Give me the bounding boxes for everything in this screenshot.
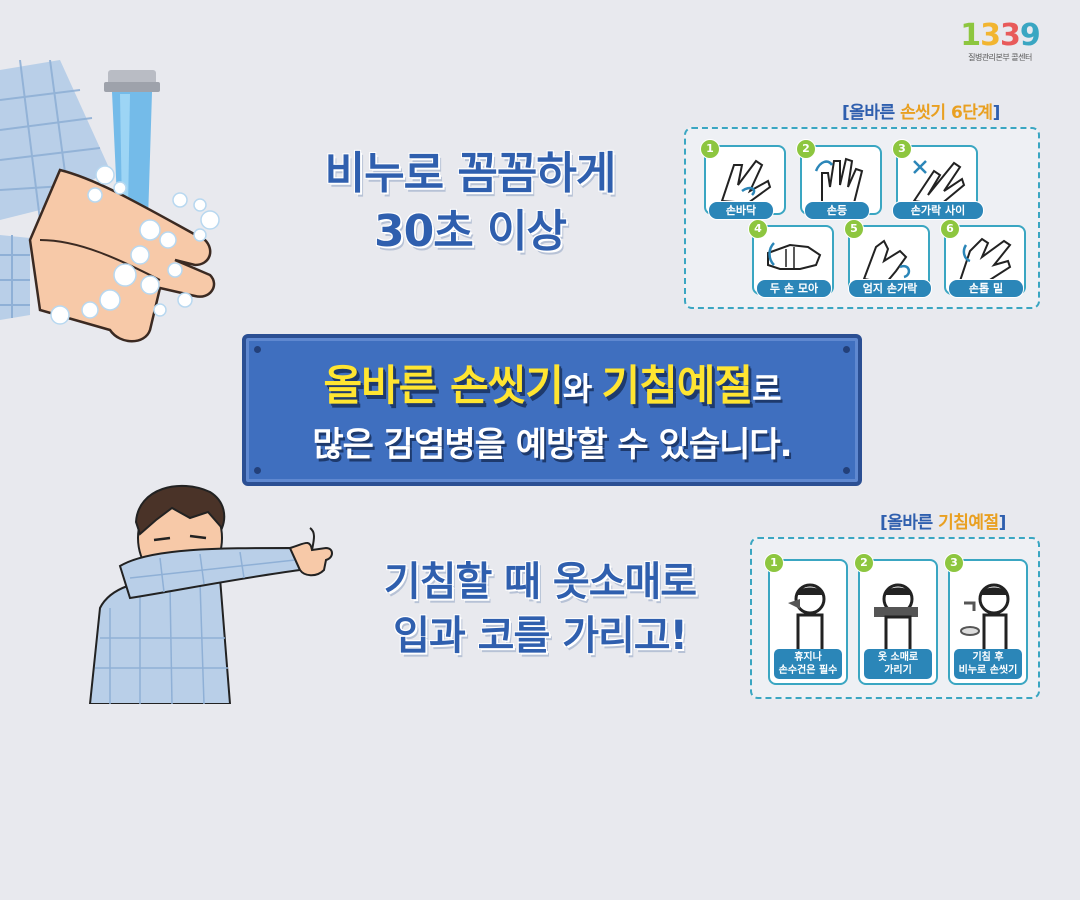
tissue-person-icon [788, 583, 826, 651]
step-number: 2 [854, 553, 874, 573]
wash-after-cough-icon [960, 583, 1010, 651]
logo-digit: 3 [980, 18, 1001, 53]
banner-suffix: 로 [752, 370, 781, 408]
fingernails-icon [958, 237, 1012, 287]
label-line: 기침 후 [972, 652, 1004, 663]
label-line: 손수건은 필수 [778, 665, 838, 676]
banner-line2: 많은 감염병을 예방할 수 있습니다. [312, 425, 792, 465]
step-number: 4 [748, 219, 768, 239]
headline-cough: 기침할 때 옷소매로 입과 코를 가리고! [340, 555, 740, 663]
step-label: 손톱 밑 [948, 279, 1024, 298]
title-highlight: 손씻기 6단계 [900, 103, 993, 123]
back-of-hand-icon [814, 157, 864, 204]
step-number: 5 [844, 219, 864, 239]
step-label: 손가락 사이 [892, 201, 984, 220]
title-prefix: [올바른 [842, 103, 901, 123]
step-number: 2 [796, 139, 816, 159]
sleeve-cover-icon [874, 583, 918, 651]
rivet [843, 467, 850, 474]
title-suffix: ] [992, 103, 1001, 123]
label-line: 휴지나 [794, 652, 822, 663]
rivet [843, 346, 850, 353]
palm-rub-icon [720, 159, 772, 205]
title-highlight: 기침예절 [938, 513, 999, 533]
headline-soap-line2: 30초 이상 [374, 206, 567, 257]
call-center-logo: 1339 질병관리본부 콜센터 [950, 18, 1050, 63]
step-number: 3 [944, 553, 964, 573]
step-number: 1 [700, 139, 720, 159]
logo-digit: 1 [960, 18, 981, 53]
handwash-steps-panel: 1 손바닥 2 손등 3 손가락 사이 4 두 손 모아 5 엄지 손가락 6 [684, 127, 1040, 309]
clasp-hands-icon [767, 242, 822, 270]
label-line: 가리기 [884, 665, 912, 676]
headline-soap-line1: 비누로 꼼꼼하게 [324, 148, 617, 199]
rivet [254, 346, 261, 353]
prevention-banner: 올바른 손씻기와 기침예절로 많은 감염병을 예방할 수 있습니다. [242, 334, 862, 486]
label-line: 옷 소매로 [877, 652, 919, 663]
step-label: 손바닥 [708, 201, 774, 220]
step-label: 손등 [804, 201, 870, 220]
headline-soap: 비누로 꼼꼼하게 30초 이상 [280, 145, 660, 261]
step-label: 엄지 손가락 [848, 279, 932, 298]
coughing-man-illustration [88, 484, 333, 704]
thumb-rub-icon [862, 239, 911, 285]
title-prefix: [올바른 [880, 513, 939, 533]
step-number: 3 [892, 139, 912, 159]
banner-highlight-handwash: 올바른 손씻기 [323, 361, 563, 410]
label-line: 비누로 손씻기 [958, 665, 1018, 676]
between-fingers-icon [912, 160, 966, 207]
banner-line1: 올바른 손씻기와 기침예절로 [246, 358, 858, 417]
banner-connector: 와 [562, 370, 602, 408]
handwash-steps-title: [올바른 손씻기 6단계] [842, 98, 1000, 123]
step-number: 6 [940, 219, 960, 239]
logo-digit: 9 [1019, 18, 1041, 53]
headline-cough-line1: 기침할 때 옷소매로 [383, 559, 697, 605]
cough-etiquette-title: [올바른 기침예절] [880, 508, 1006, 533]
headline-cough-line2: 입과 코를 가리고! [393, 613, 688, 659]
handwash-illustration [0, 60, 220, 343]
rivet [254, 467, 261, 474]
step-label: 두 손 모아 [756, 279, 832, 298]
banner-highlight-cough: 기침예절 [601, 361, 754, 410]
logo-digit: 3 [1000, 18, 1021, 53]
logo-number: 1339 [950, 18, 1050, 54]
title-suffix: ] [998, 513, 1007, 533]
handwash-step-card: 6 [940, 219, 1026, 295]
logo-subtitle: 질병관리본부 콜센터 [968, 53, 1032, 62]
step-number: 1 [764, 553, 784, 573]
